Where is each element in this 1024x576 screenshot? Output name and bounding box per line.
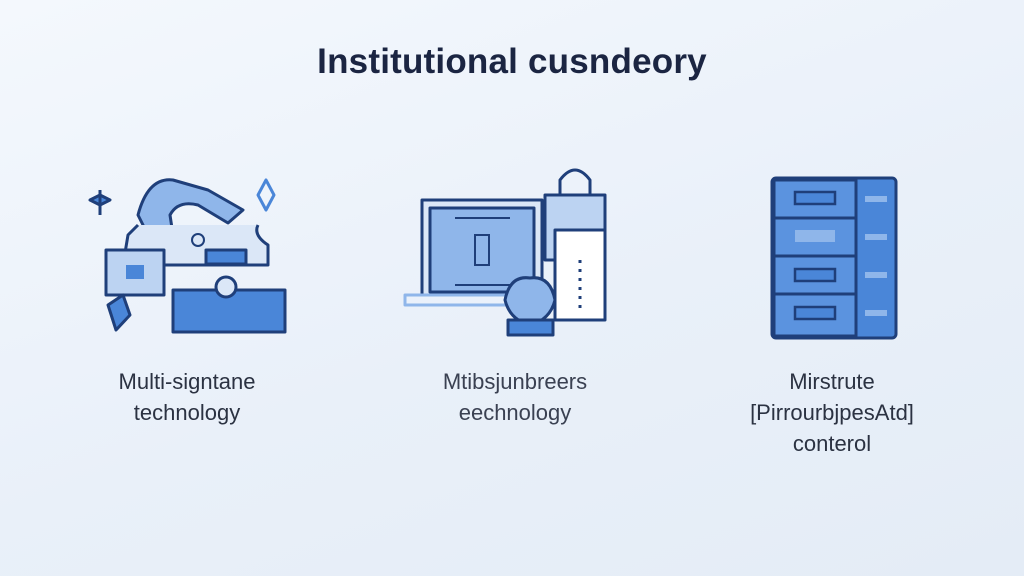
feature-caption-2: Mtibsjunbreers eechnology [405, 366, 625, 428]
feature-2-line1: Mtibsjunbreers [442, 369, 588, 394]
multisig-illustration-icon [88, 178, 287, 334]
feature-caption-multisig: Multi-signtane technology [87, 366, 287, 428]
feature-3-line3: conterol [792, 431, 872, 456]
laptop-lock-illustration-icon [403, 168, 607, 337]
feature-1-line2: technology [133, 400, 241, 425]
server-rack-illustration-icon [770, 176, 898, 340]
feature-3-line2: [PirrourbjpesAtd] [750, 400, 914, 425]
feature-3-line1: Mirstrute [789, 369, 875, 394]
feature-2-line2: eechnology [458, 400, 572, 425]
feature-1-line1: Multi-signtane [118, 369, 256, 394]
feature-caption-3: Mirstrute [PirrourbjpesAtd] conterol [724, 366, 940, 459]
page-title: Institutional cusndeory [317, 42, 707, 81]
